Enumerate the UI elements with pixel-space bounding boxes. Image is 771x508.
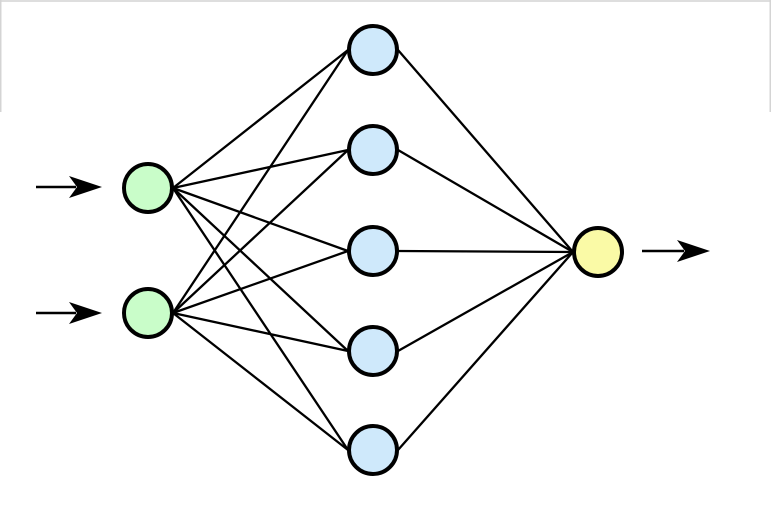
input-arrow-icon-1-head <box>69 176 102 198</box>
edge-h3-o1 <box>396 249 575 254</box>
input-node-2 <box>122 287 174 339</box>
edge-h4-o1 <box>396 250 575 353</box>
edge-i2-h3 <box>171 249 350 315</box>
edge-h1-o1 <box>396 48 575 254</box>
edge-i1-h1 <box>171 48 350 190</box>
edge-h5-o1 <box>396 250 575 452</box>
edge-h2-o1 <box>396 148 575 254</box>
edge-i1-h4 <box>171 186 350 353</box>
edge-i2-h5 <box>171 311 350 452</box>
edge-i1-h3 <box>171 186 350 253</box>
hidden-node-5 <box>347 424 399 476</box>
output-node-1 <box>572 226 624 278</box>
output-arrow-icon-1-head <box>677 240 710 262</box>
hidden-node-3 <box>347 225 399 277</box>
hidden-node-4 <box>347 325 399 377</box>
edge-i2-h4 <box>171 311 350 353</box>
hidden-node-1 <box>347 24 399 76</box>
input-node-1 <box>122 162 174 214</box>
edge-i2-h1 <box>171 48 350 315</box>
input-arrow-icon-2-head <box>69 302 102 324</box>
edge-i2-h2 <box>171 148 350 315</box>
edge-i1-h2 <box>171 148 350 190</box>
hidden-node-2 <box>347 124 399 176</box>
edge-i1-h5 <box>171 186 350 452</box>
